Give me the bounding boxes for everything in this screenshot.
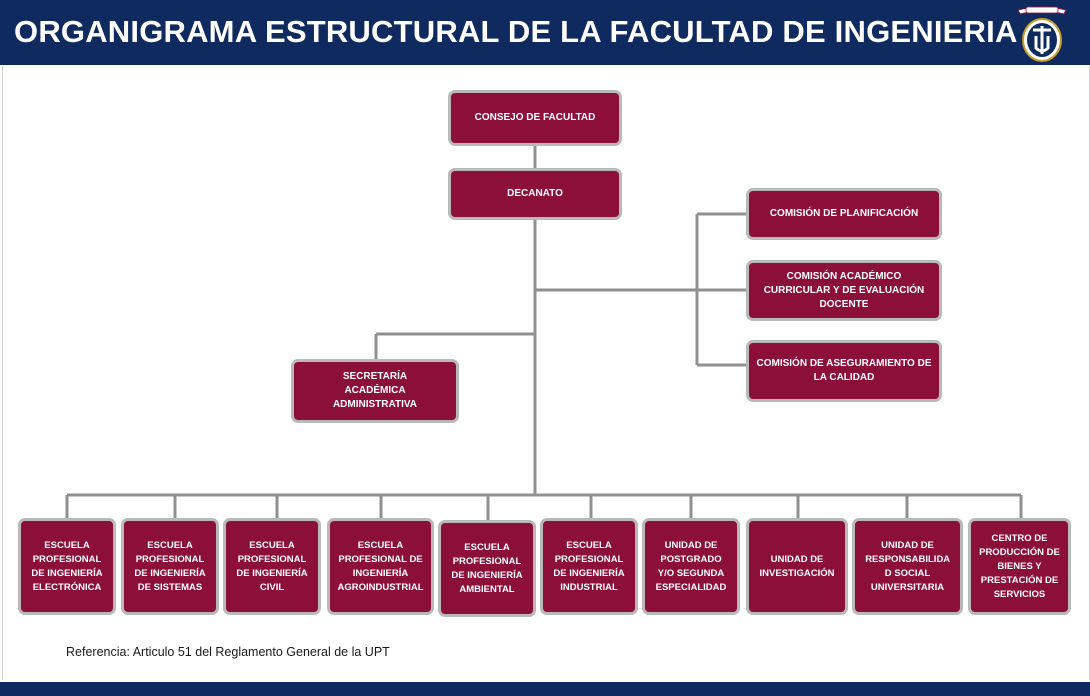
box-escuela-ambiental: ESCUELA PROFESIONAL DE INGENIERÍA AMBIEN…	[438, 520, 536, 617]
box-comision-aseguramiento-calidad: COMISIÓN DE ASEGURAMIENTO DE LA CALIDAD	[746, 340, 942, 402]
reference-note: Referencia: Articulo 51 del Reglamento G…	[66, 645, 390, 659]
box-escuela-sistemas: ESCUELA PROFESIONAL DE INGENIERÍA DE SIS…	[121, 518, 219, 615]
box-comision-planificacion: COMISIÓN DE PLANIFICACIÓN	[746, 188, 942, 240]
box-secretaria-academica: SECRETARÍA ACADÉMICA ADMINISTRATIVA	[291, 359, 459, 423]
footer-bar	[0, 682, 1090, 696]
box-centro-produccion: CENTRO DE PRODUCCIÓN DE BIENES Y PRESTAC…	[968, 518, 1071, 615]
box-unidad-postgrado: UNIDAD DE POSTGRADO Y/O SEGUNDA ESPECIAL…	[642, 518, 740, 615]
university-logo	[1017, 6, 1067, 62]
header-bar: ORGANIGRAMA ESTRUCTURAL DE LA FACULTAD D…	[0, 0, 1090, 65]
box-unidad-responsabilidad-social: UNIDAD DE RESPONSABILIDA D SOCIAL UNIVER…	[852, 518, 963, 615]
box-escuela-industrial: ESCUELA PROFESIONAL DE INGENIERÍA INDUST…	[540, 518, 638, 615]
box-comision-academico-curricular: COMISIÓN ACADÉMICO CURRICULAR Y DE EVALU…	[746, 260, 942, 321]
box-unidad-investigacion: UNIDAD DE INVESTIGACIÓN	[746, 518, 848, 615]
box-escuela-civil: ESCUELA PROFESIONAL DE INGENIERÍA CIVIL	[223, 518, 321, 615]
page-title: ORGANIGRAMA ESTRUCTURAL DE LA FACULTAD D…	[14, 14, 1018, 49]
box-escuela-electronica: ESCUELA PROFESIONAL DE INGENIERÍA ELECTR…	[18, 518, 116, 615]
box-decanato: DECANATO	[448, 168, 622, 220]
box-consejo-de-facultad: CONSEJO DE FACULTAD	[448, 90, 622, 146]
box-escuela-agroindustrial: ESCUELA PROFESIONAL DE INGENIERÍA AGROIN…	[327, 518, 434, 615]
